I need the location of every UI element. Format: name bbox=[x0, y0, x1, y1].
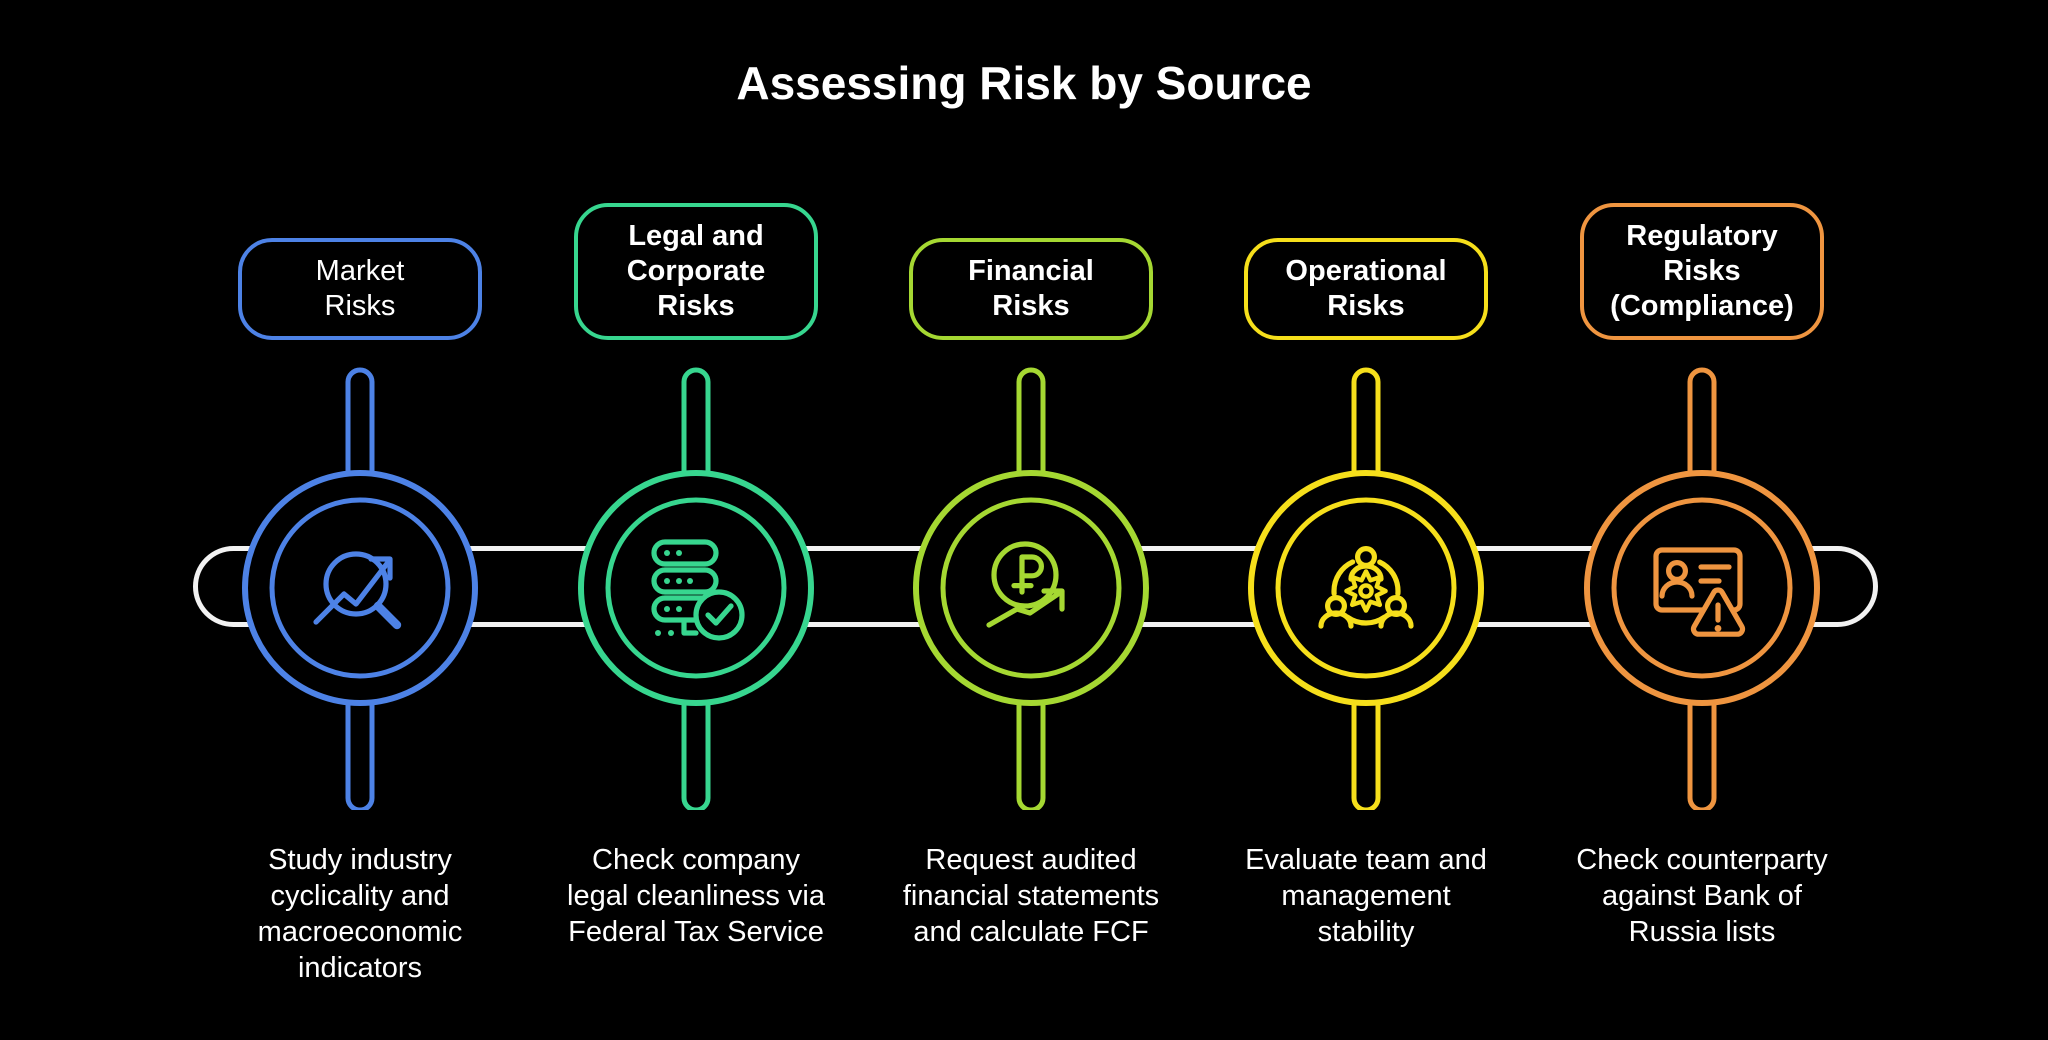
inner-ring bbox=[940, 497, 1122, 679]
inner-ring bbox=[269, 497, 451, 679]
column-financial-risks: Financial Risks Request audited financia… bbox=[863, 0, 1199, 1040]
node-operational-risks bbox=[1248, 367, 1484, 810]
stem-bottom bbox=[681, 693, 711, 810]
outer-ring bbox=[1584, 470, 1820, 706]
stem-bottom bbox=[1351, 693, 1381, 810]
description-financial-risks: Request audited financial statements and… bbox=[902, 844, 1160, 948]
description-operational-risks: Evaluate team and management stability bbox=[1245, 844, 1487, 948]
stem-bottom bbox=[1687, 693, 1717, 810]
risk-pill-market: Market Risks bbox=[238, 238, 482, 340]
market-analysis-icon bbox=[313, 551, 402, 630]
outer-ring bbox=[578, 470, 814, 706]
description-legal-corporate-risks: Check company legal cleanliness via Fede… bbox=[567, 844, 825, 948]
inner-ring bbox=[605, 497, 787, 679]
stem-bottom bbox=[345, 693, 375, 810]
risk-pill-operational: Operational Risks bbox=[1244, 238, 1488, 340]
column-regulatory-risks: Regulatory Risks (Compliance) Check coun… bbox=[1534, 0, 1870, 1040]
stem-top bbox=[681, 367, 711, 483]
stem-top bbox=[1351, 367, 1381, 483]
risk-pill-financial: Financial Risks bbox=[909, 238, 1153, 340]
description-regulatory-risks: Check counterparty against Bank of Russi… bbox=[1576, 844, 1828, 948]
stem-top bbox=[1687, 367, 1717, 483]
stem-top bbox=[1016, 367, 1046, 483]
inner-ring bbox=[1611, 497, 1793, 679]
risk-pill-legal-corporate: Legal and Corporate Risks bbox=[574, 203, 818, 340]
column-market-risks: Market Risks Study industry cyclicality … bbox=[192, 0, 528, 1040]
column-legal-corporate-risks: Legal and Corporate Risks bbox=[528, 0, 864, 1040]
page-title: Assessing Risk by Source bbox=[736, 57, 1312, 109]
node-financial-risks bbox=[913, 367, 1149, 810]
node-regulatory-risks bbox=[1584, 367, 1820, 810]
description-market-risks: Study industry cyclicality and macroecon… bbox=[257, 844, 463, 984]
team-gear-icon bbox=[1318, 546, 1414, 629]
column-operational-risks: Operational Risks Evaluate team and mana… bbox=[1198, 0, 1534, 1040]
node-legal-corporate-risks bbox=[578, 367, 814, 810]
risk-pill-regulatory: Regulatory Risks (Compliance) bbox=[1580, 203, 1824, 340]
id-card-warning-icon bbox=[1653, 547, 1746, 637]
stem-bottom bbox=[1016, 693, 1046, 810]
outer-ring bbox=[242, 470, 478, 706]
database-check-icon bbox=[651, 539, 745, 641]
stem-top bbox=[345, 367, 375, 483]
ruble-growth-icon bbox=[986, 541, 1065, 628]
inner-ring bbox=[1275, 497, 1457, 679]
node-market-risks bbox=[242, 367, 478, 810]
